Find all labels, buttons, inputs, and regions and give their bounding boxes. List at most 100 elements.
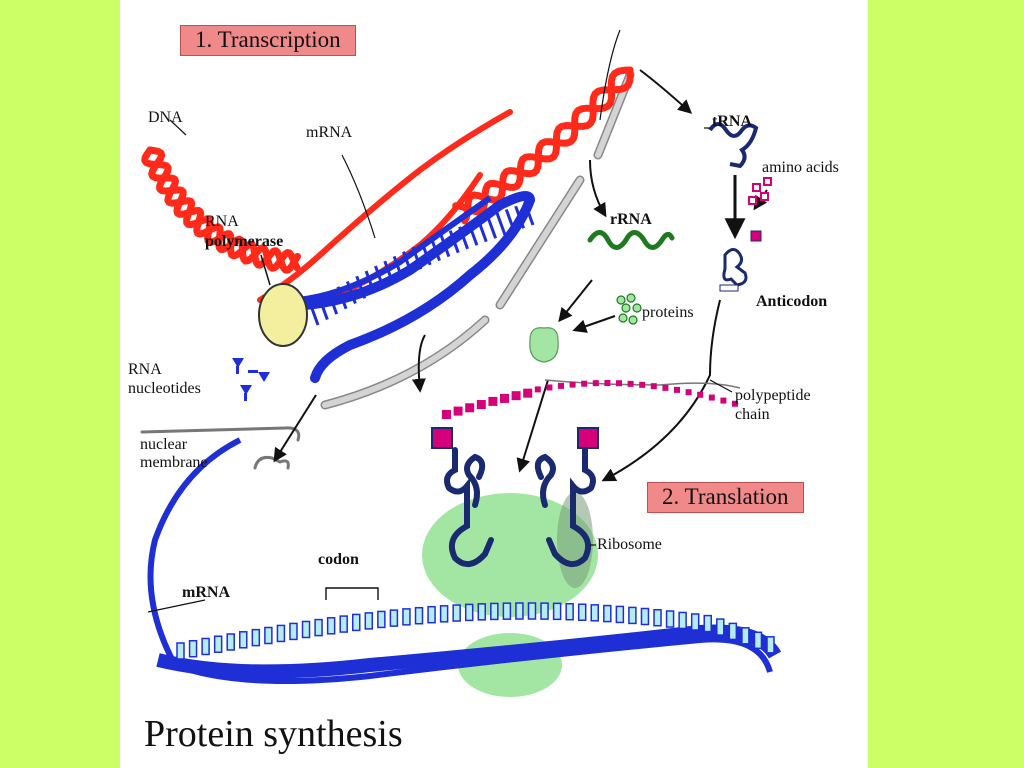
amino-acid-bead: [616, 380, 622, 387]
mrna-nucleotide: [377, 610, 386, 629]
mrna-nucleotide: [439, 605, 449, 623]
amino-acid-bead: [604, 380, 611, 387]
mrna-nucleotide: [590, 604, 600, 622]
mrna-nucleotide: [490, 602, 499, 621]
mrna-nucleotide: [527, 602, 537, 620]
label-nuclear-membrane-2: membrane: [140, 454, 208, 471]
mrna-nucleotide: [464, 603, 474, 622]
mrna-nucleotide: [176, 642, 185, 660]
mrna-nucleotide: [414, 606, 424, 625]
amino-acid-bead: [488, 396, 498, 406]
polypeptide-chain: [442, 379, 741, 419]
label-anticodon: Anticodon: [756, 293, 828, 310]
mrna-base-tick: [495, 212, 507, 236]
mrna-translation: [147, 437, 782, 684]
mrna-nucleotide: [502, 602, 512, 620]
label-trna: tRNA: [712, 113, 752, 130]
amino-acid-bead: [534, 386, 541, 393]
amino-acid-bead: [523, 388, 533, 398]
codon-bracket: [325, 587, 379, 600]
amino-acid-bead: [546, 384, 553, 391]
mrna-nucleotide: [628, 606, 637, 625]
amino-acid-bead: [639, 381, 646, 388]
label-polypeptide-1: polypeptide: [735, 387, 811, 404]
rna-polymerase: [258, 283, 308, 347]
mrna-nucleotide: [239, 631, 248, 649]
mrna-base-tick: [486, 215, 498, 239]
label-rna-polymerase-1: RNA: [205, 213, 239, 230]
mrna-nucleotide: [603, 604, 612, 623]
mrna-nucleotide: [515, 602, 524, 620]
mrna-nucleotide: [653, 608, 662, 627]
amino-acid-bead: [674, 386, 680, 393]
charged-trna: [719, 230, 762, 292]
label-dna: DNA: [148, 109, 183, 126]
mrna-nucleotide: [188, 639, 198, 658]
rna-nucleotides: [232, 358, 270, 401]
mrna-nucleotide: [477, 603, 487, 621]
mrna-nucleotide: [753, 631, 763, 650]
protein-synthesis-diagram: [140, 29, 782, 697]
transcription-heading: 1. Transcription: [180, 25, 356, 56]
mrna-nucleotide: [364, 612, 374, 630]
label-rna-nucleotides-2: nucleotides: [128, 380, 201, 397]
mrna-nucleotide: [402, 608, 411, 626]
ribosome-trnas: [444, 447, 596, 567]
page-title: Protein synthesis: [144, 713, 403, 755]
label-amino-acids: amino acids: [762, 159, 839, 176]
mrna-nucleotide: [201, 637, 210, 656]
mrna-transcript: [297, 191, 536, 383]
mrna-nucleotide: [690, 613, 700, 631]
ribosome-subunit: [529, 327, 559, 363]
amino-acid-bead: [558, 382, 564, 389]
amino-acid-bead: [453, 406, 463, 416]
translation-heading: 2. Translation: [647, 482, 804, 513]
amino-acid-bead: [627, 380, 634, 387]
mrna-nucleotide: [351, 613, 361, 632]
label-mrna-top: mRNA: [306, 124, 353, 141]
mrna-nucleotide: [452, 604, 461, 622]
label-proteins: proteins: [642, 304, 694, 321]
label-nuclear-membrane-1: nuclear: [140, 436, 188, 453]
mrna-nucleotide: [289, 622, 298, 641]
label-ribosome: Ribosome: [597, 536, 662, 553]
mrna-nucleotide: [264, 626, 273, 645]
amino-acid-bead: [500, 393, 509, 403]
amino-acid-bead: [650, 383, 657, 390]
diagram-canvas: 1. Transcription 2. Translation DNA mRNA…: [120, 0, 868, 768]
amino-acid-bead: [697, 391, 704, 398]
mrna-nucleotide: [276, 624, 286, 643]
mrna-nucleotide: [314, 618, 323, 637]
amino-acid-bead: [465, 403, 475, 413]
amino-acid-bead: [708, 394, 715, 401]
mrna-nucleotide: [565, 602, 574, 621]
mrna-nucleotide: [427, 605, 436, 624]
mrna-nucleotide: [766, 636, 775, 654]
mrna-nucleotide: [540, 602, 549, 620]
amino-acid-bead: [442, 410, 451, 419]
label-polypeptide-2: chain: [735, 406, 770, 423]
mrna-nucleotide: [640, 607, 650, 626]
mrna-nucleotide: [339, 615, 348, 633]
amino-acid-bead: [662, 384, 669, 391]
label-rna-polymerase-2: polymerase: [205, 233, 284, 250]
amino-acid-bead: [592, 380, 599, 387]
amino-acid-bead: [720, 397, 727, 404]
mrna-nucleotide: [226, 633, 235, 651]
label-rna-nucleotides-1: RNA: [128, 361, 162, 378]
flow-arrows: [273, 69, 768, 482]
mrna-nucleotide: [741, 627, 750, 645]
bottom-leader-lines: [147, 127, 733, 613]
mrna-nucleotide: [213, 635, 223, 653]
mrna-nucleotide: [678, 611, 687, 630]
label-codon: codon: [318, 551, 359, 568]
amino-acid-bead: [581, 380, 588, 387]
amino-acids: [748, 177, 772, 205]
mrna-nucleotide: [665, 610, 675, 628]
label-rrna: rRNA: [610, 211, 652, 228]
mrna-nucleotide: [251, 628, 261, 647]
mrna-nucleotide: [389, 609, 399, 627]
mrna-nucleotide: [301, 620, 311, 639]
proteins-dots: [616, 293, 642, 325]
amino-acid-bead: [511, 391, 521, 401]
